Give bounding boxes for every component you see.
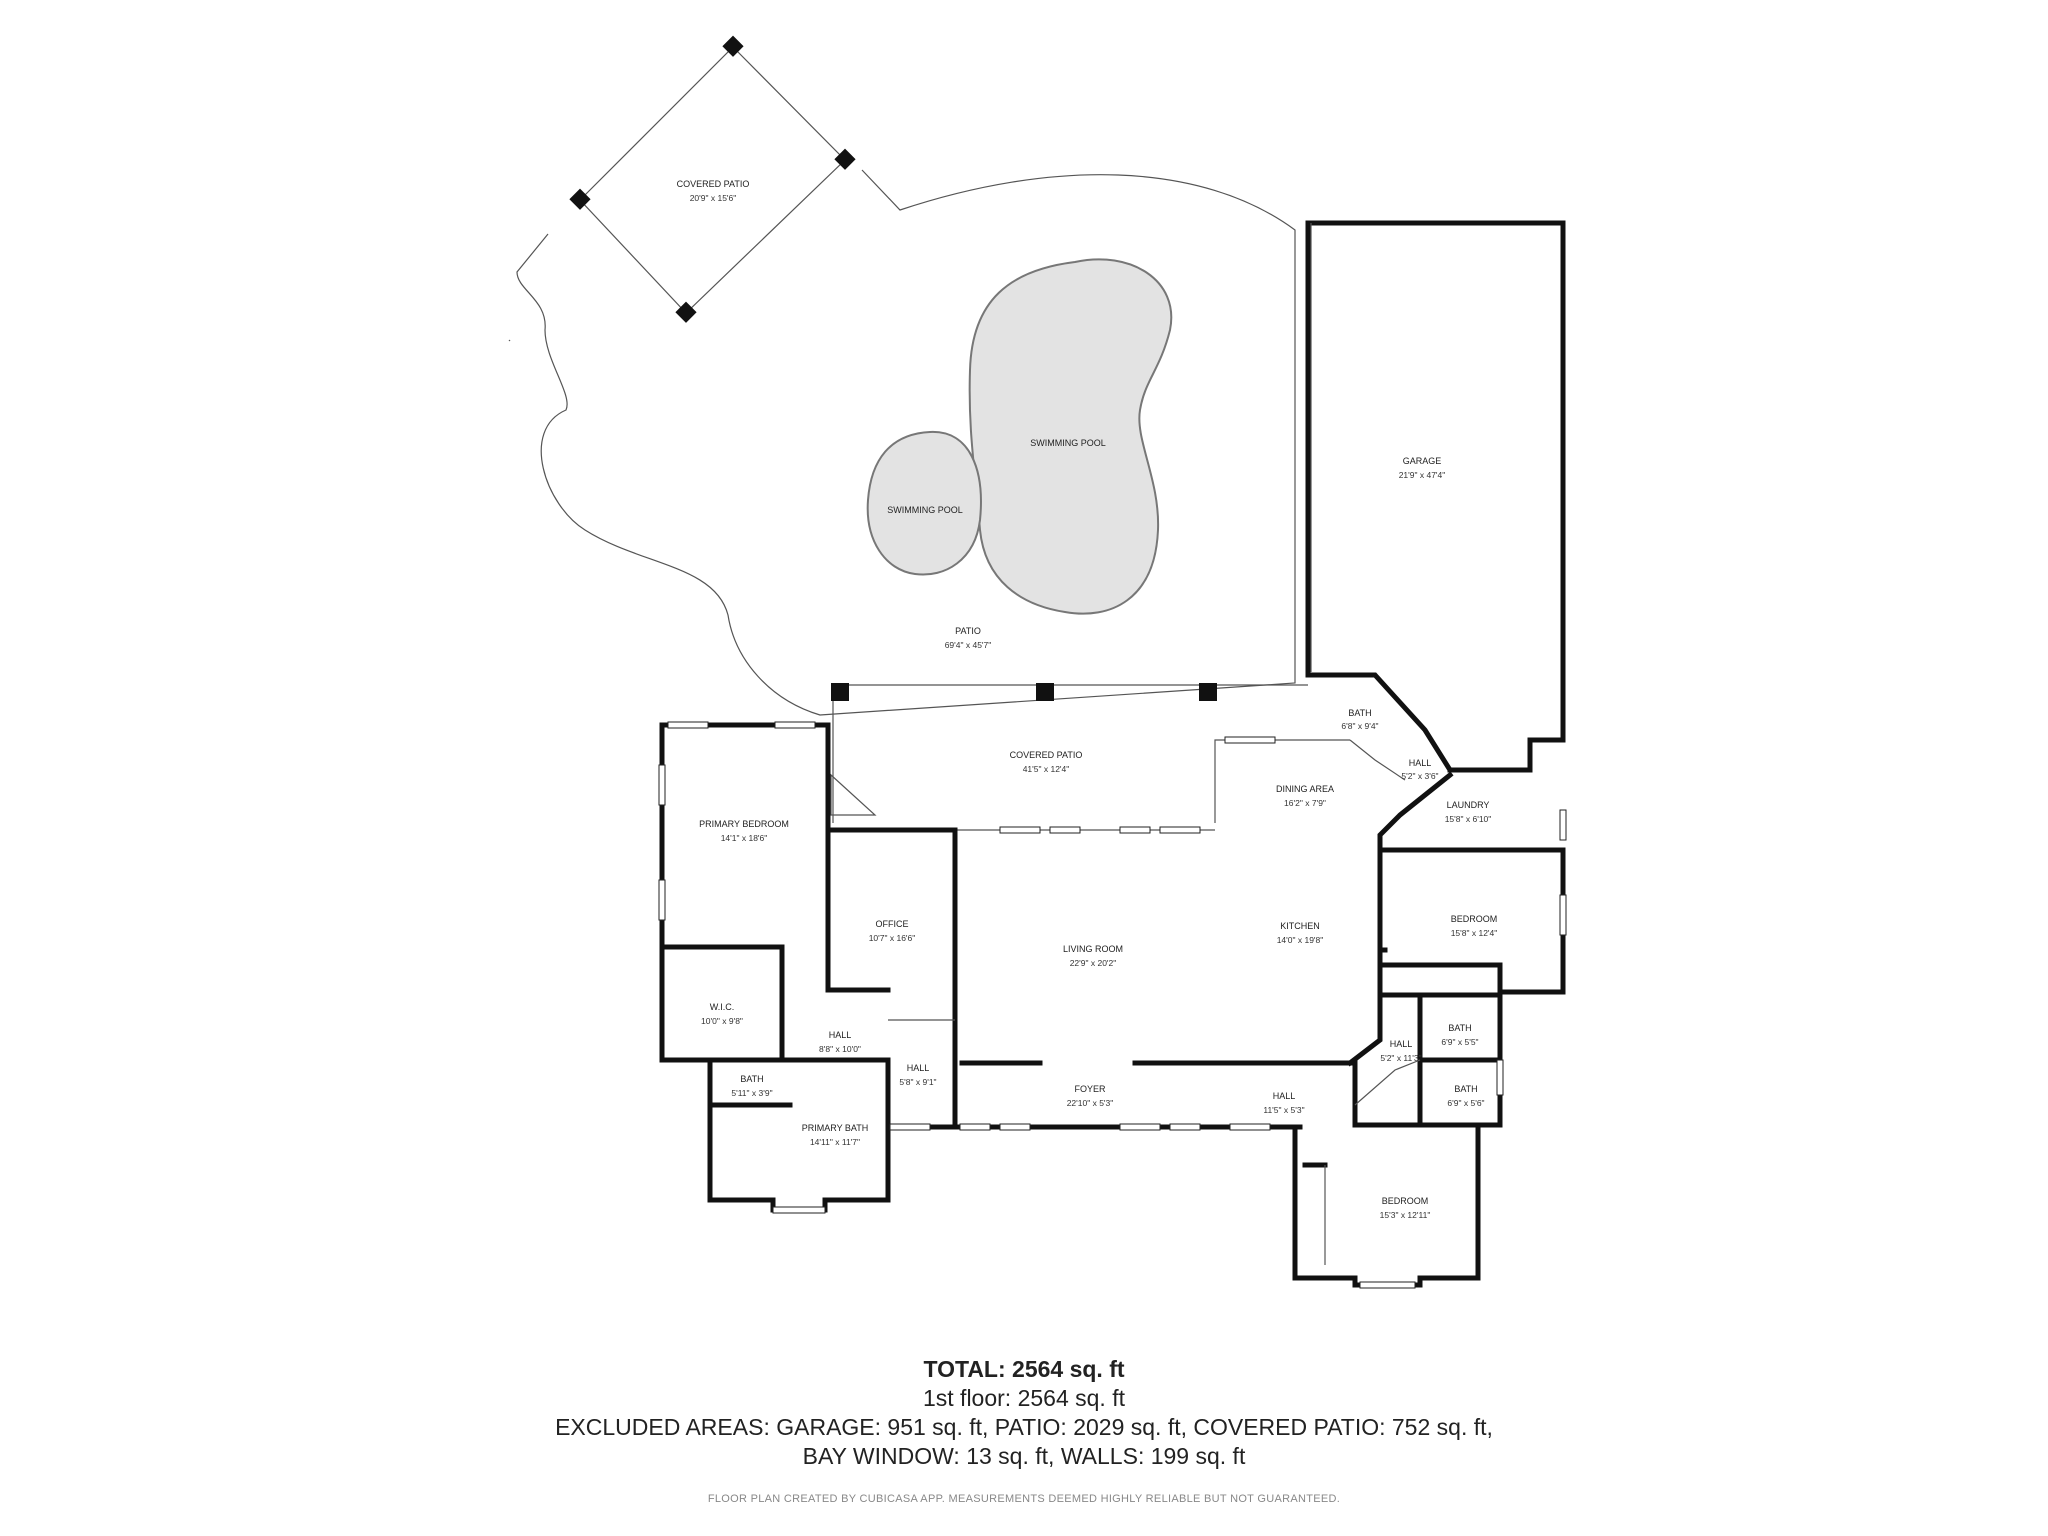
bath-east-bottom-name: BATH — [1454, 1084, 1477, 1094]
post-icon — [831, 683, 849, 701]
floor-area: 1st floor: 2564 sq. ft — [922, 1385, 1125, 1411]
post-icon — [1199, 683, 1217, 701]
total-area: TOTAL: 2564 sq. ft — [923, 1356, 1125, 1382]
laundry-diag — [1377, 771, 1566, 853]
hall-primary-dims: 8'8" x 10'0" — [819, 1044, 861, 1054]
post-icon — [722, 35, 744, 57]
hall-east-name: HALL — [1390, 1039, 1413, 1049]
dining-wall — [1214, 739, 1350, 823]
patio-name: PATIO — [955, 626, 981, 636]
bedroom-east-wall — [1377, 847, 1566, 995]
covered-patio-main-name: COVERED PATIO — [1010, 750, 1083, 760]
primary-bedroom-dims: 14'1" x 18'6" — [721, 833, 768, 843]
foyer-dims: 22'10" x 5'3" — [1067, 1098, 1114, 1108]
primary-bedroom-wall — [659, 722, 831, 1063]
living-room-dims: 22'9" x 20'2" — [1070, 958, 1117, 968]
covered-patio-top-dims: 20'9" x 15'6" — [690, 193, 737, 203]
swimming-pool-small — [866, 430, 982, 576]
swimming-pool-small-name: SWIMMING POOL — [887, 505, 963, 515]
bath-small-name: BATH — [740, 1074, 763, 1084]
primary-bedroom-name: PRIMARY BEDROOM — [699, 819, 789, 829]
post-icon — [1036, 683, 1054, 701]
laundry-dims: 15'8" x 6'10" — [1445, 814, 1492, 824]
bath-east-top-name: BATH — [1448, 1023, 1471, 1033]
laundry-name: LAUNDRY — [1447, 800, 1490, 810]
primary-bath-name: PRIMARY BATH — [802, 1123, 869, 1133]
hall-primary-name: HALL — [829, 1030, 852, 1040]
hall-office-dims: 5'8" x 9'1" — [899, 1077, 936, 1087]
dining-area-name: DINING AREA — [1276, 784, 1334, 794]
excluded-areas-line-2: BAY WINDOW: 13 sq. ft, WALLS: 199 sq. ft — [802, 1443, 1246, 1469]
office-name: OFFICE — [876, 919, 909, 929]
bath-garage-name: BATH — [1348, 708, 1371, 718]
hall-center-dims: 11'5" x 5'3" — [1263, 1105, 1304, 1115]
bath-small-wall — [707, 1057, 891, 1213]
hall-laundry-dims: 5'2" x 3'6" — [1401, 771, 1438, 781]
bath-garage-dims: 6'8" x 9'4" — [1341, 721, 1378, 731]
bedroom-east-name: BEDROOM — [1451, 914, 1498, 924]
primary-bath-dims: 14'11" x 11'7" — [810, 1137, 860, 1147]
kitchen-east-wall — [1346, 847, 1383, 1067]
wic-name: W.I.C. — [710, 1002, 735, 1012]
bath-east-bottom-dims: 6'9" x 5'6" — [1447, 1098, 1484, 1108]
covered-patio-top-name: COVERED PATIO — [677, 179, 750, 189]
foyer-name: FOYER — [1074, 1084, 1106, 1094]
garage-dims: 21'9" x 47'4" — [1399, 470, 1446, 480]
kitchen-dims: 14'0" x 19'8" — [1277, 935, 1324, 945]
bedroom-south-dims: 15'3" x 12'11" — [1380, 1210, 1431, 1220]
post-icon — [834, 148, 856, 170]
bath-garage-wall — [1305, 672, 1481, 773]
excluded-areas-line-1: EXCLUDED AREAS: GARAGE: 951 sq. ft, PATI… — [555, 1414, 1493, 1440]
bedroom-east-dims: 15'8" x 12'4" — [1451, 928, 1498, 938]
garage-wall — [1305, 220, 1566, 738]
patio-dot — [508, 339, 511, 342]
garage-name: GARAGE — [1403, 456, 1442, 466]
hall-center-name: HALL — [1273, 1091, 1296, 1101]
hall-east-diag — [1354, 1059, 1421, 1106]
bedroom-south-name: BEDROOM — [1382, 1196, 1429, 1206]
hall-laundry-name: HALL — [1409, 758, 1432, 768]
hall-east-dims: 5'2" x 11'3" — [1380, 1053, 1421, 1063]
hall-diag — [1349, 739, 1406, 781]
post-icon — [675, 301, 697, 323]
post-icon — [569, 188, 591, 210]
room-labels: COVERED PATIO 20'9" x 15'6" SWIMMING POO… — [677, 179, 1498, 1220]
hall-office-name: HALL — [907, 1063, 930, 1073]
living-room-name: LIVING ROOM — [1063, 944, 1123, 954]
patio-dims: 69'4" x 45'7" — [945, 640, 992, 650]
laundry-wall — [1447, 737, 1566, 773]
office-dims: 10'7" x 16'6" — [869, 933, 916, 943]
stairs-icon — [830, 773, 877, 816]
area-summary: TOTAL: 2564 sq. ft 1st floor: 2564 sq. f… — [0, 1355, 2048, 1514]
bath-east-top-dims: 6'9" x 5'5" — [1441, 1037, 1478, 1047]
bath-small-dims: 5'11" x 3'9" — [731, 1088, 772, 1098]
dining-area-dims: 16'2" x 7'9" — [1284, 798, 1326, 808]
kitchen-name: KITCHEN — [1280, 921, 1320, 931]
covered-patio-main-dims: 41'5" x 12'4" — [1023, 764, 1070, 774]
wic-dims: 10'0" x 9'8" — [701, 1016, 743, 1026]
windows — [658, 721, 1567, 1289]
office-wall — [825, 827, 891, 993]
disclaimer: FLOOR PLAN CREATED BY CUBICASA APP. MEAS… — [707, 1493, 1341, 1505]
bedroom-south-wall — [1292, 1124, 1481, 1288]
swimming-pool-large-name: SWIMMING POOL — [1030, 438, 1106, 448]
swimming-pool-large — [968, 258, 1173, 615]
patio-outline — [516, 169, 1296, 716]
